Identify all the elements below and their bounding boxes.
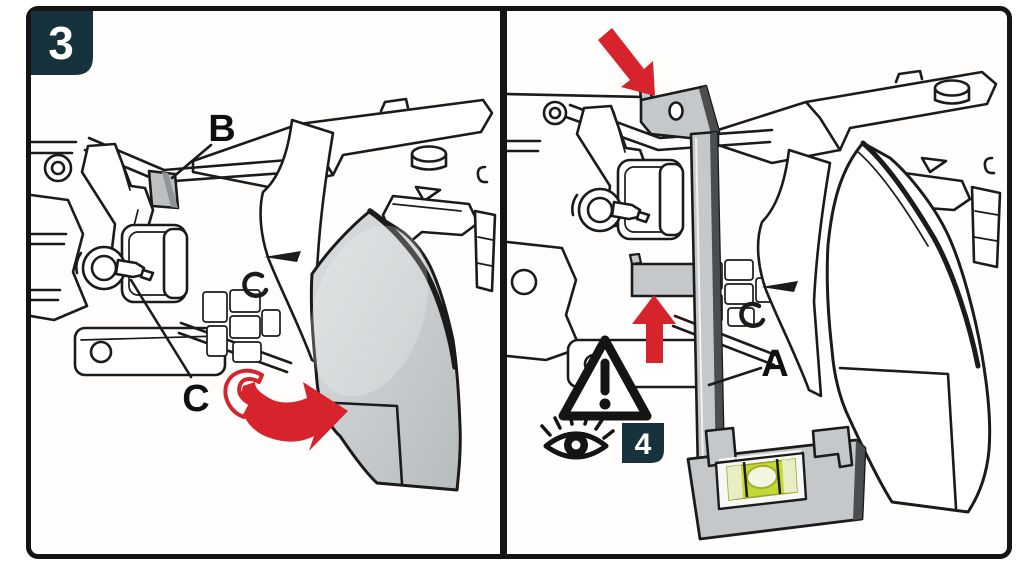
step-badge: 3 <box>31 11 93 75</box>
lens-rim <box>367 208 458 370</box>
panel-tool-check: 4 A <box>507 11 1007 554</box>
right-illustration: 4 A <box>507 28 1002 541</box>
mount-wedge <box>414 185 442 203</box>
left-illustration: B C 3 <box>31 11 497 492</box>
crossmember-panel <box>191 97 497 293</box>
c-notch <box>983 156 996 175</box>
lens-rim <box>860 140 981 369</box>
headlamp-bracket <box>31 140 293 377</box>
headlight-lens <box>309 208 462 492</box>
warning-triangle-icon <box>558 335 652 421</box>
step-number: 3 <box>48 17 74 69</box>
relay-block <box>202 289 281 363</box>
up-arrow-icon <box>632 295 676 363</box>
tool-step-arm <box>630 262 702 298</box>
instruction-figure: B C 3 <box>26 6 1012 559</box>
tool-hole <box>668 101 684 121</box>
down-right-arrow-icon <box>598 28 655 96</box>
headlight-lens <box>825 140 992 514</box>
label-b: B <box>208 108 235 150</box>
c-notch <box>476 165 489 184</box>
label-a-leader <box>707 366 763 387</box>
rotate-clockwise-arrow-icon <box>223 368 348 451</box>
panel-step-3: B C 3 <box>31 11 507 554</box>
level-marks <box>742 458 782 498</box>
retaining-clip <box>147 169 180 210</box>
headlamp-bracket <box>507 100 780 389</box>
spirit-level <box>686 425 867 541</box>
cylinder-cap <box>933 79 971 97</box>
label-b-leader <box>170 143 213 180</box>
mount-wedge <box>920 156 948 174</box>
level-bubble <box>746 464 778 490</box>
reflector-shell <box>739 148 832 398</box>
label-c: C <box>182 378 209 420</box>
see-figure-badge: 4 <box>622 423 664 463</box>
j-hook <box>739 301 766 328</box>
cylinder-cap <box>410 145 448 163</box>
eye-icon <box>540 412 615 460</box>
alignment-tool <box>628 84 867 541</box>
body-shelf-line <box>507 92 646 99</box>
reference-number: 4 <box>635 428 652 461</box>
j-hook <box>242 271 269 298</box>
label-a: A <box>761 343 788 385</box>
label-c-leader <box>129 278 193 379</box>
